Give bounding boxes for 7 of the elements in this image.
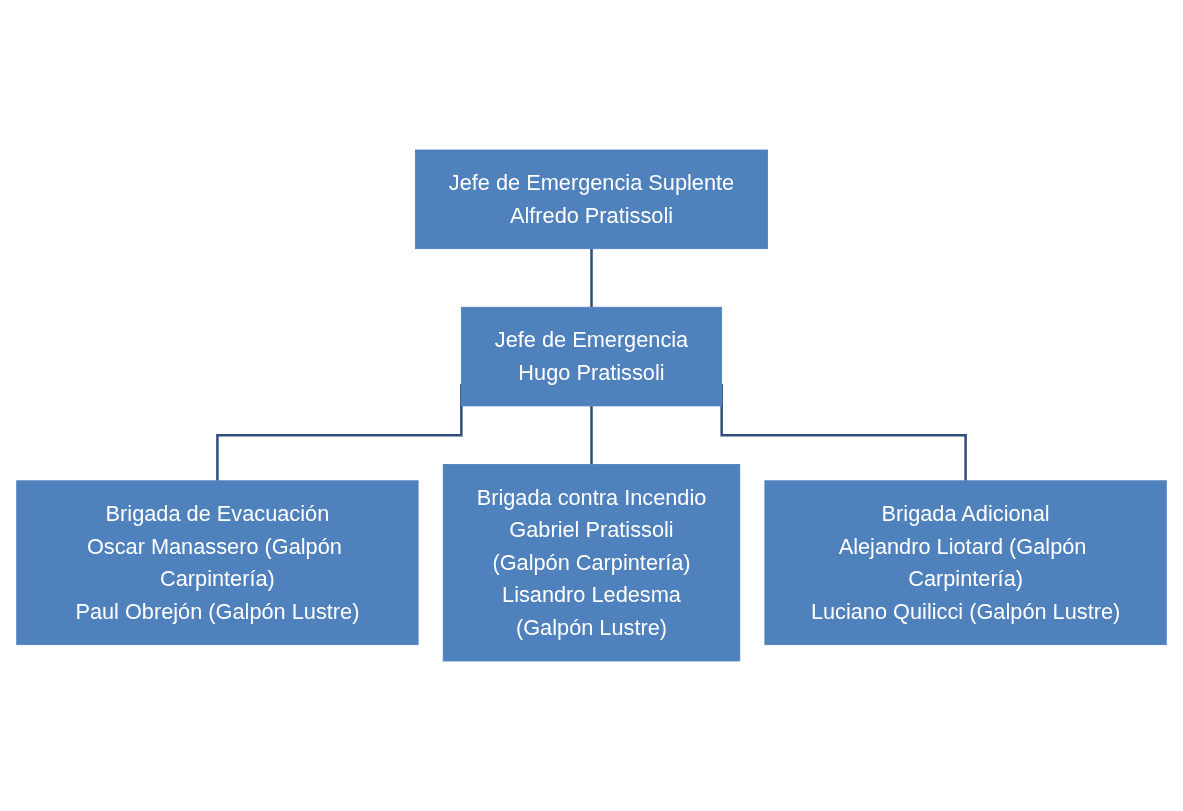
node-box: Brigada de Evacuación Oscar Manassero (Galpón Carpintería) Paul Obrejón (Galpón Lustre) — [16, 480, 419, 646]
connector — [590, 405, 593, 466]
node-box: Jefe de Emergencia Hugo Pratissoli — [460, 306, 723, 407]
node-box: Jefe de Emergencia Suplente Alfredo Pratissoli — [414, 149, 768, 250]
connector — [590, 248, 593, 309]
node-box: Brigada Adicional Alejandro Liotard (Galpón Carpintería) Luciano Quilicci (Galpón Lustre) — [764, 480, 1167, 646]
node-box: Brigada contra Incendio Gabriel Pratissoli (Galpón Carpintería) Lisandro Ledesma (Galpón Lustre) — [442, 464, 741, 662]
